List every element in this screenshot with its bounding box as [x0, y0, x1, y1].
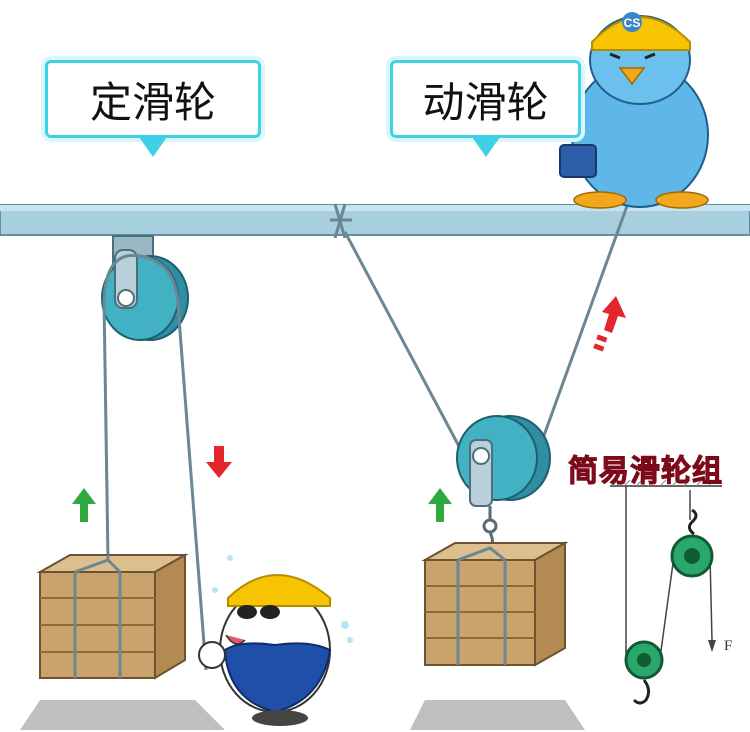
up-arrow-icon — [72, 488, 96, 522]
crate-right — [421, 541, 569, 667]
movable-pulley-text: 动滑轮 — [422, 77, 549, 127]
ground-shadow-left — [20, 700, 225, 730]
crate-left — [36, 553, 189, 680]
force-arrow — [708, 640, 716, 652]
hook-icon — [632, 679, 651, 705]
rope — [176, 304, 208, 671]
pulling-character — [198, 555, 353, 726]
pulley-block-diagram — [610, 479, 722, 705]
movable-pulley-label: 动滑轮 — [390, 60, 581, 157]
bird-character: CS — [559, 12, 709, 209]
rope — [536, 169, 642, 453]
rope — [102, 299, 110, 561]
force-label: F — [724, 638, 733, 654]
fixed-pulley-text: 定滑轮 — [89, 77, 216, 127]
movable-pulley — [456, 415, 551, 507]
down-arrow-icon — [206, 446, 232, 478]
up-arrow-icon — [428, 488, 452, 522]
ground-shadow-right — [410, 700, 585, 730]
rope — [343, 231, 464, 453]
fixed-pulley-label: 定滑轮 — [45, 60, 261, 157]
hook-icon — [687, 508, 698, 536]
up-arrow-icon — [593, 296, 626, 352]
pulley-block-title: 简易滑轮组 — [568, 454, 723, 490]
helmet-logo: CS — [624, 16, 641, 30]
rope-knot — [330, 203, 352, 239]
